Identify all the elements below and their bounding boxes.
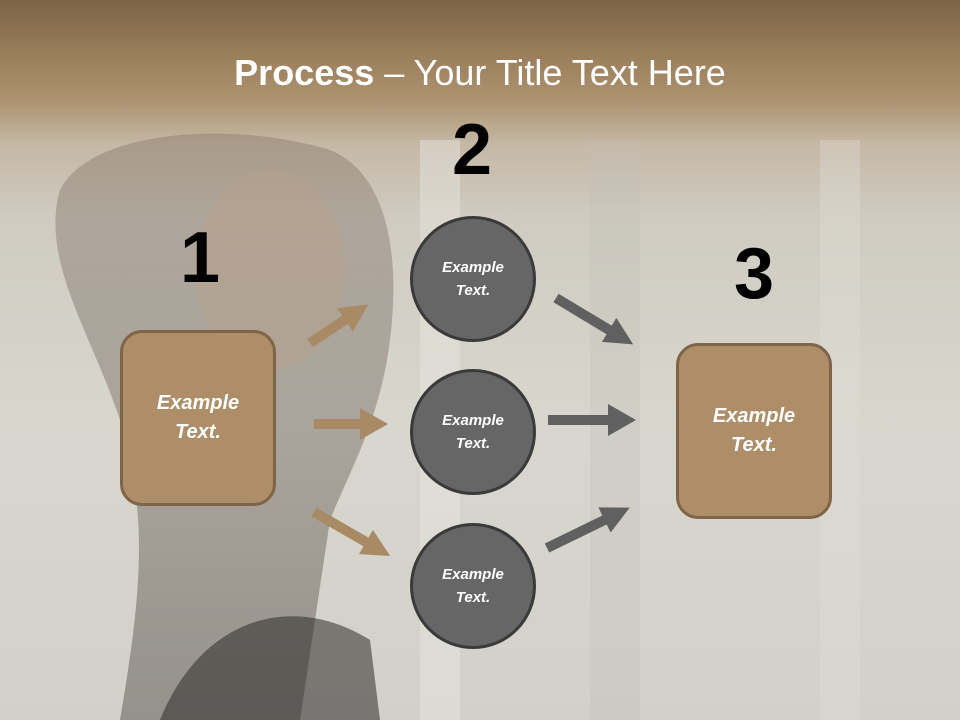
circle-top-text: Example Text. — [442, 259, 504, 299]
title-bold: Process — [234, 52, 375, 93]
right-process-box: Example Text. — [676, 343, 832, 519]
step-number-2: 2 — [451, 110, 493, 190]
left-box-text: Example Text. — [156, 392, 240, 443]
circle-bottom-text: Example Text. — [442, 566, 504, 606]
title-rest: – Your Title Text Here — [374, 52, 726, 93]
circle-middle-text: Example Text. — [442, 412, 504, 452]
right-box-text: Example Text. — [712, 405, 796, 456]
step-number-3: 3 — [733, 234, 775, 314]
circle-top: Example Text. — [410, 216, 536, 342]
slide-title: Process – Your Title Text Here — [0, 52, 960, 94]
left-process-box: Example Text. — [120, 330, 276, 506]
circle-middle: Example Text. — [410, 369, 536, 495]
circle-bottom: Example Text. — [410, 523, 536, 649]
step-number-1: 1 — [179, 218, 221, 298]
